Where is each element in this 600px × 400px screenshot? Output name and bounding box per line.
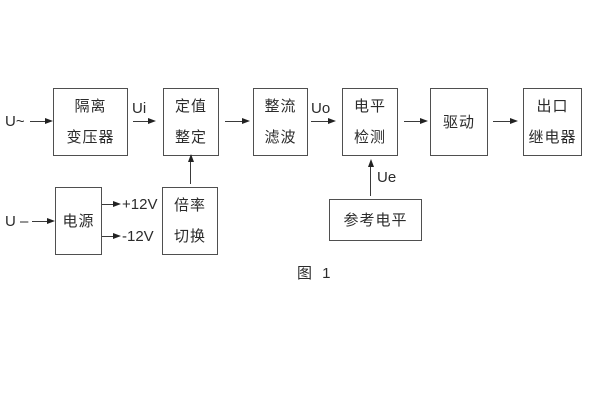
block-output-relay: 出口 继电器 bbox=[523, 88, 582, 156]
arrow-uo bbox=[311, 117, 336, 124]
signal-label-ue: Ue bbox=[377, 169, 397, 186]
block-label: 电源 bbox=[62, 212, 95, 230]
block-rectify-filter: 整流 滤波 bbox=[253, 88, 308, 156]
block-label: 整定 bbox=[174, 129, 207, 146]
block-setpoint-adjust: 定值 整定 bbox=[163, 88, 219, 156]
block-reference-level: 参考电平 bbox=[329, 199, 422, 241]
block-label: 电平 bbox=[353, 98, 386, 115]
figure-caption: 图 1 bbox=[297, 265, 334, 282]
block-power-supply: 电源 bbox=[55, 187, 102, 255]
arrow-ratio-to-setpoint bbox=[187, 154, 194, 184]
signal-label-ui: Ui bbox=[132, 100, 147, 117]
block-level-detect: 电平 检测 bbox=[342, 88, 398, 156]
block-label: 整流 bbox=[264, 98, 297, 115]
block-drive: 驱动 bbox=[430, 88, 488, 156]
block-label: 检测 bbox=[353, 129, 386, 146]
arrow-level-to-drive bbox=[404, 117, 428, 124]
block-label: 驱动 bbox=[442, 113, 475, 131]
block-label: 倍率 bbox=[173, 197, 206, 214]
arrow-drive-to-relay bbox=[493, 117, 518, 124]
block-label: 变压器 bbox=[66, 129, 115, 146]
block-ratio-switch: 倍率 切换 bbox=[162, 187, 218, 255]
arrow-input-ac bbox=[30, 117, 53, 124]
arrow-minus12v bbox=[102, 232, 121, 239]
arrow-ui bbox=[133, 117, 156, 124]
block-label: 继电器 bbox=[528, 129, 577, 146]
block-label: 参考电平 bbox=[343, 211, 408, 229]
block-label: 切换 bbox=[173, 228, 206, 245]
block-isolation-transformer: 隔离 变压器 bbox=[53, 88, 128, 156]
block-label: 隔离 bbox=[74, 98, 107, 115]
arrow-setpoint-to-rectify bbox=[225, 117, 250, 124]
block-label: 滤波 bbox=[264, 129, 297, 146]
signal-label-minus12v: -12V bbox=[122, 228, 154, 245]
arrow-input-dc bbox=[32, 217, 55, 224]
signal-label-uo: Uo bbox=[311, 100, 331, 117]
block-label: 出口 bbox=[536, 98, 569, 115]
block-label: 定值 bbox=[174, 98, 207, 115]
arrow-plus12v bbox=[102, 200, 121, 207]
signal-label-plus12v: +12V bbox=[122, 196, 158, 213]
signal-label-u-ac: U~ bbox=[5, 113, 25, 130]
arrow-ue-to-level bbox=[367, 159, 374, 196]
signal-label-u-dc: U – bbox=[5, 213, 29, 230]
